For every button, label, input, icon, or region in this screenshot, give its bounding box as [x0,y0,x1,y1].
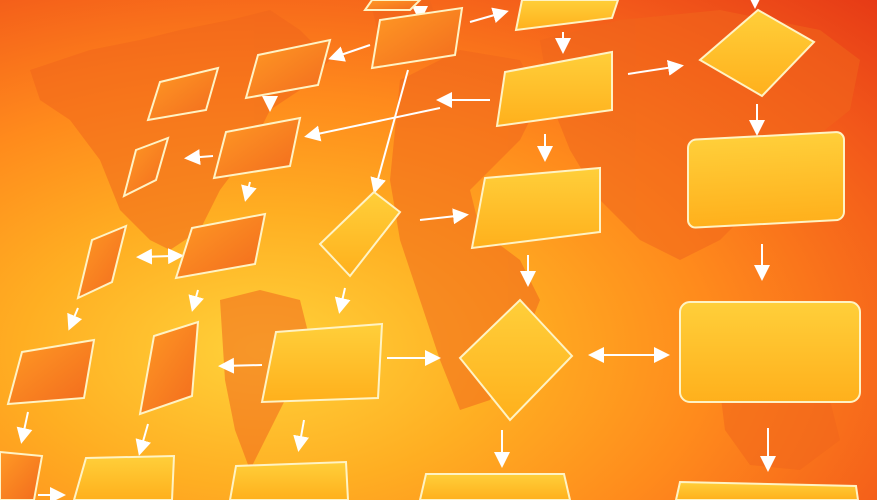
process-node [146,66,220,122]
process-node [514,0,620,32]
connector-arrow [188,289,204,312]
connector-arrow [136,248,184,265]
connector-arrow [67,307,83,331]
connectors [16,0,776,500]
connector-arrow [241,181,257,202]
connector-arrow [184,149,214,166]
process-node [0,450,44,500]
connector-arrow [293,419,309,452]
process-node [6,338,96,406]
connector-arrow [627,59,684,76]
process-node [418,473,572,500]
decision-node [318,190,402,278]
connector-arrow [304,107,441,142]
process-node [212,116,302,180]
connector-arrow [334,287,351,314]
connector-arrow [16,411,33,444]
process-node [470,166,601,250]
decision-node [698,8,816,98]
process-node [72,454,176,500]
process-node [674,480,860,500]
decision-node [458,298,574,422]
process-node [174,212,267,280]
process-node [495,50,613,128]
connector-arrow [469,7,509,23]
process-node [370,6,464,70]
connector-arrow [419,208,469,225]
connector-arrow [218,357,263,374]
decision-nodes [318,8,816,422]
process-node [228,460,350,500]
connector-arrow [370,69,409,194]
process-node [244,38,332,100]
process-node [679,301,861,403]
process-node [687,131,845,229]
process-node [76,224,128,300]
process-node [363,0,422,11]
process-node [260,322,384,404]
process-node [122,136,170,198]
process-node [138,320,200,416]
connector-arrow [135,423,151,456]
connector-arrow [328,44,371,62]
